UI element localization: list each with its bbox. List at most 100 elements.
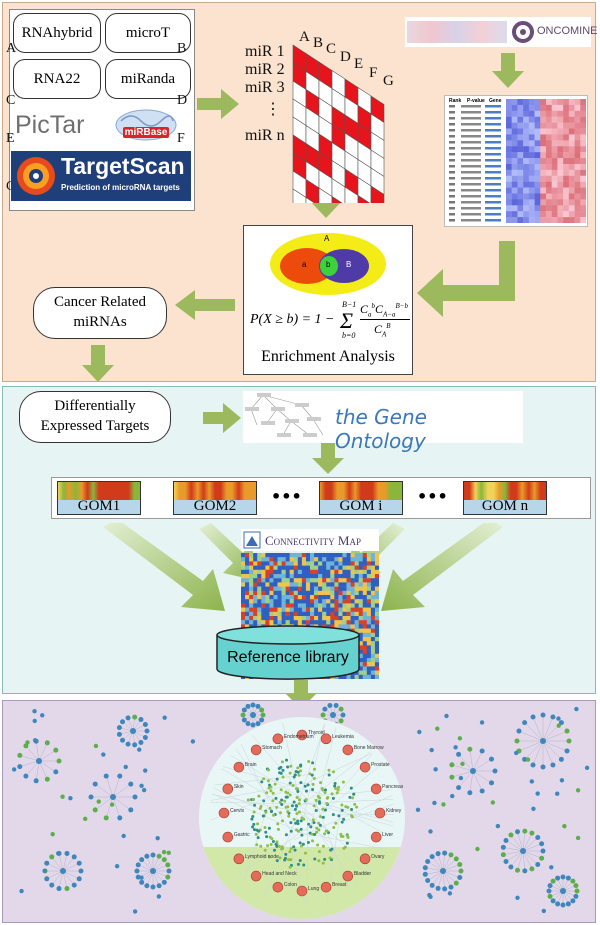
- heatmap-cell: [568, 158, 575, 165]
- cmap-cell: [366, 553, 372, 558]
- core-node: [313, 833, 317, 837]
- cmap-cell: [318, 616, 323, 621]
- cluster-node: [570, 898, 576, 904]
- core-node: [281, 768, 285, 772]
- heatmap-cell: [574, 193, 581, 200]
- heatmap-cell: [540, 205, 547, 212]
- cluster-node: [138, 716, 144, 722]
- scatter-node: [475, 846, 480, 852]
- cmap-cell: [366, 569, 372, 575]
- core-node: [345, 841, 349, 845]
- cluster-node: [546, 888, 552, 894]
- cmap-cell: [366, 611, 372, 617]
- cmap-cell: [245, 620, 250, 625]
- heatmap-cell: [557, 163, 564, 171]
- cmap-cell: [310, 578, 315, 583]
- cmap-cell: [281, 616, 286, 621]
- cmap-cell: [297, 565, 303, 570]
- cluster-node: [44, 860, 50, 866]
- cluster-node: [128, 781, 134, 787]
- heatmap-cell: [517, 163, 524, 171]
- cluster-edge: [451, 770, 474, 778]
- matrix-col-f: F: [369, 65, 378, 81]
- table-row-rank: [449, 195, 455, 198]
- tissue-node-label: Ovary: [371, 853, 385, 860]
- cluster-node: [250, 722, 256, 728]
- cluster-node: [547, 893, 553, 899]
- cmap-cell: [338, 620, 343, 625]
- cmap-cell: [350, 578, 355, 583]
- cmap-cell: [358, 641, 363, 646]
- scatter-node: [441, 802, 446, 807]
- heatmap-cell: [506, 110, 512, 117]
- venn-diagram: [270, 233, 386, 295]
- cmap-cell: [362, 645, 368, 650]
- cluster-node: [150, 884, 156, 890]
- cmap-cell: [334, 620, 339, 625]
- cmap-cell: [370, 620, 376, 625]
- cmap-cell: [366, 557, 372, 562]
- heatmap-cell: [523, 158, 530, 165]
- cmap-cell: [342, 607, 347, 612]
- heatmap-cell: [546, 140, 552, 147]
- targets-box: Differentially Expressed Targets: [19, 391, 171, 443]
- heatmap-cell: [517, 134, 524, 141]
- cluster-node: [522, 868, 528, 874]
- cmap-cell: [322, 590, 327, 596]
- heatmap-cell: [511, 217, 518, 223]
- cluster-node: [144, 728, 150, 734]
- cmap-cell: [370, 670, 376, 675]
- heatmap-cell: [528, 134, 535, 141]
- core-node: [333, 782, 337, 786]
- cluster-edge: [62, 856, 75, 872]
- cmap-cell: [245, 616, 250, 621]
- scatter-node: [541, 908, 547, 914]
- tissue-node-label: Lung: [308, 886, 320, 892]
- heatmap-cell: [534, 181, 541, 188]
- heatmap-cell: [557, 158, 564, 165]
- cluster-node: [103, 773, 109, 779]
- cmap-cell: [273, 561, 278, 566]
- cluster-edge: [51, 870, 64, 886]
- heatmap-cell: [546, 104, 552, 112]
- cmap-cell: [241, 565, 246, 570]
- core-node: [331, 813, 335, 817]
- cmap-cell: [289, 569, 294, 575]
- heatmap-cell: [511, 152, 518, 159]
- cmap-cell: [277, 578, 282, 583]
- scatter-node: [457, 736, 463, 741]
- cmap-cell: [257, 578, 262, 583]
- heatmap-cell: [551, 163, 558, 171]
- heatmap-cell: [540, 128, 547, 135]
- core-node: [298, 798, 302, 802]
- core-node: [281, 775, 285, 779]
- cmap-cell: [249, 616, 254, 621]
- cmap-cell: [253, 578, 258, 583]
- core-node: [283, 799, 287, 803]
- cmap-cell: [366, 590, 372, 596]
- cluster-node: [245, 721, 251, 727]
- cmap-cell: [241, 574, 246, 579]
- heatmap-cell: [523, 187, 530, 194]
- heatmap-cell: [574, 187, 581, 194]
- cmap-cell: [305, 557, 311, 562]
- cmap-cell: [245, 553, 250, 558]
- core-node: [292, 800, 296, 804]
- cmap-cell: [289, 595, 294, 600]
- cluster-node: [33, 778, 39, 784]
- core-node: [337, 814, 341, 818]
- targetscan-tagline: Prediction of microRNA targets: [61, 183, 180, 192]
- table-row-gene: [485, 147, 501, 150]
- heatmap-cell: [557, 175, 564, 182]
- cmap-cell: [277, 595, 282, 600]
- cmap-cell: [326, 574, 331, 579]
- cmap-cell: [318, 578, 323, 583]
- cluster-edge: [522, 843, 542, 852]
- cmap-cell: [326, 620, 331, 625]
- cmap-cell: [277, 603, 282, 608]
- core-node: [290, 804, 294, 808]
- cluster-edge: [427, 861, 444, 872]
- cmap-cell: [301, 561, 307, 566]
- heatmap-cell: [546, 205, 552, 212]
- core-node: [294, 787, 298, 791]
